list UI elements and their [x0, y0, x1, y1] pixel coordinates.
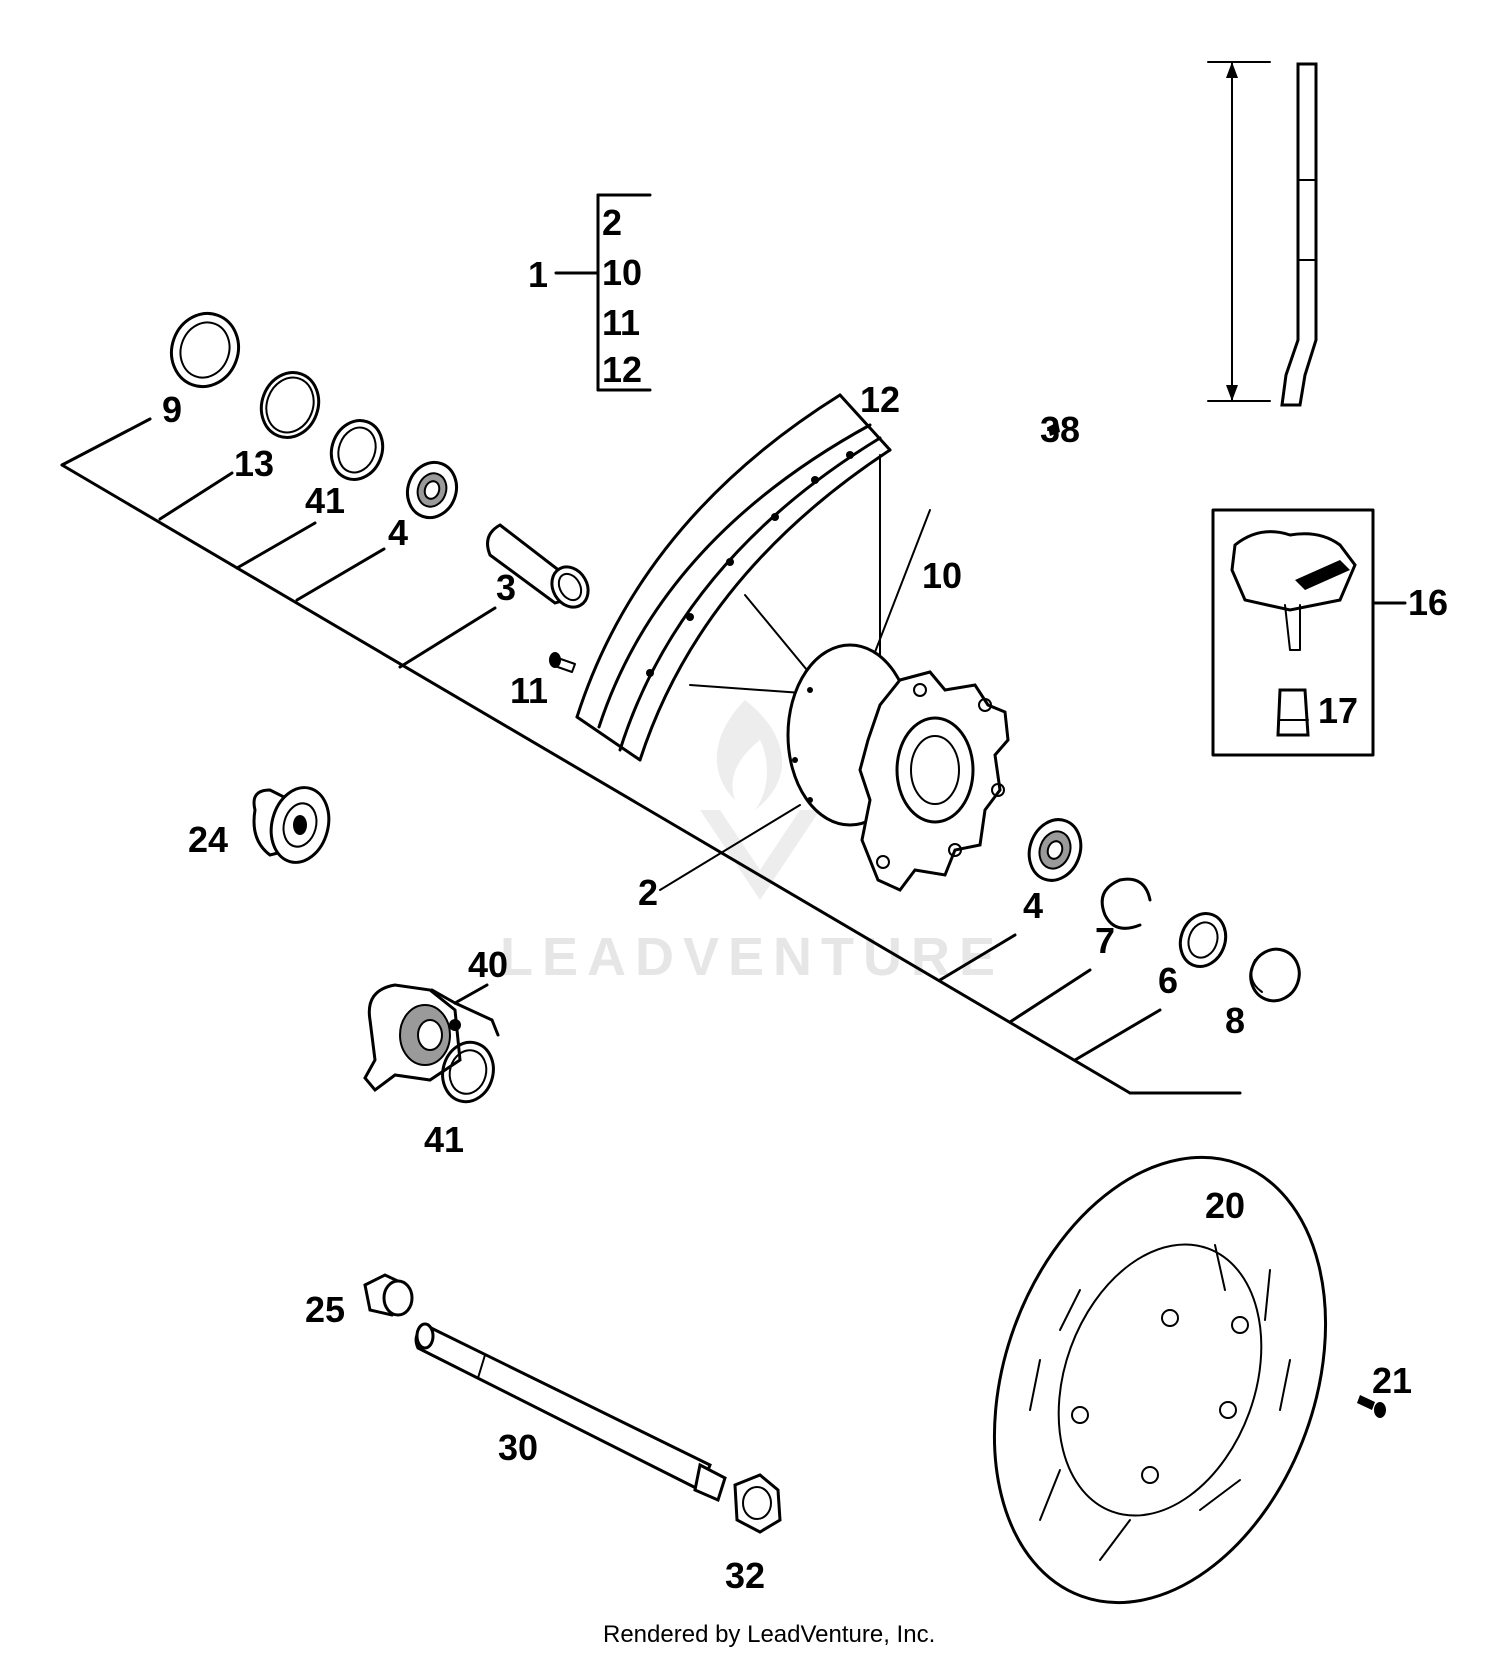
callout-38: 38: [1040, 409, 1080, 450]
part-7-circlip: [1100, 877, 1152, 930]
part-20-brake-disc: [992, 1155, 1328, 1605]
part-38-nipple: [1048, 422, 1060, 436]
part-17-valve-nut: [1276, 688, 1310, 737]
callout-12-assembly: 12: [602, 349, 642, 390]
part-25-axle-nut: [363, 1273, 414, 1317]
part-21-bolt: [1357, 1395, 1386, 1418]
callout-13: 13: [234, 443, 274, 484]
footer-credit: Rendered by LeadVenture, Inc.: [603, 1621, 935, 1648]
callout-11-assembly: 11: [602, 302, 640, 343]
part-40-bracket: [430, 983, 500, 1037]
part-24-spacer: [252, 786, 331, 864]
callout-4-left: 4: [388, 512, 408, 553]
part-3-spacer-sleeve: [486, 523, 590, 609]
part-11-spoke-nipple: [549, 652, 576, 673]
callout-11: 11: [510, 670, 548, 711]
callout-3: 3: [496, 567, 516, 608]
callout-30: 30: [498, 1427, 538, 1468]
part-12-rim: [575, 393, 892, 762]
part-8-spacer: [1249, 947, 1301, 1003]
callout-2-assembly: 2: [602, 202, 622, 243]
part-41-circlip: [329, 419, 385, 481]
callout-7: 7: [1095, 920, 1115, 961]
part-41-circlip-lower: [441, 1040, 495, 1104]
callout-41-lower: 41: [424, 1119, 464, 1160]
callout-17: 17: [1318, 690, 1358, 731]
assembly-bracket: [554, 193, 652, 392]
callout-1: 1: [528, 254, 548, 295]
part-2-hub: [659, 643, 1010, 892]
callout-10: 10: [922, 555, 962, 596]
callout-2: 2: [638, 872, 658, 913]
valve-box: [1211, 508, 1407, 757]
part-30-axle: [414, 1322, 727, 1503]
callout-16: 16: [1408, 582, 1448, 623]
part-13-o-ring: [259, 371, 321, 439]
callout-6: 6: [1158, 960, 1178, 1001]
callout-24: 24: [188, 819, 228, 860]
part-4-bearing-right: [1027, 818, 1083, 882]
part-callouts: 9 13 41 4 3 11 12 10 38 16 17 24 2 4 7 6…: [162, 379, 1448, 1596]
callout-32: 32: [725, 1555, 765, 1596]
callout-4-right: 4: [1023, 885, 1043, 926]
watermark-logo: [700, 700, 820, 900]
callout-10-assembly: 10: [602, 252, 642, 293]
tube-dimension: [1207, 61, 1318, 407]
part-6-seal: [1178, 912, 1228, 968]
part-4-bearing-left: [405, 460, 459, 520]
callout-8: 8: [1225, 1000, 1245, 1041]
part-40-speedometer-drive: [363, 983, 462, 1093]
assembly-callouts: 1 2 10 11 12: [528, 202, 642, 390]
part-9-seal: [170, 311, 240, 389]
callout-41-top: 41: [305, 480, 345, 521]
callout-20: 20: [1205, 1185, 1245, 1226]
callout-9: 9: [162, 389, 182, 430]
watermark-text: LEADVENTURE: [500, 927, 1004, 987]
part-32-nut: [733, 1473, 782, 1534]
callout-25: 25: [305, 1289, 345, 1330]
callout-12: 12: [860, 379, 900, 420]
part-16-valve-cap: [1230, 530, 1357, 651]
callout-21: 21: [1372, 1360, 1412, 1401]
axis-leader-lines: [60, 417, 1242, 1095]
callout-40: 40: [468, 944, 508, 985]
